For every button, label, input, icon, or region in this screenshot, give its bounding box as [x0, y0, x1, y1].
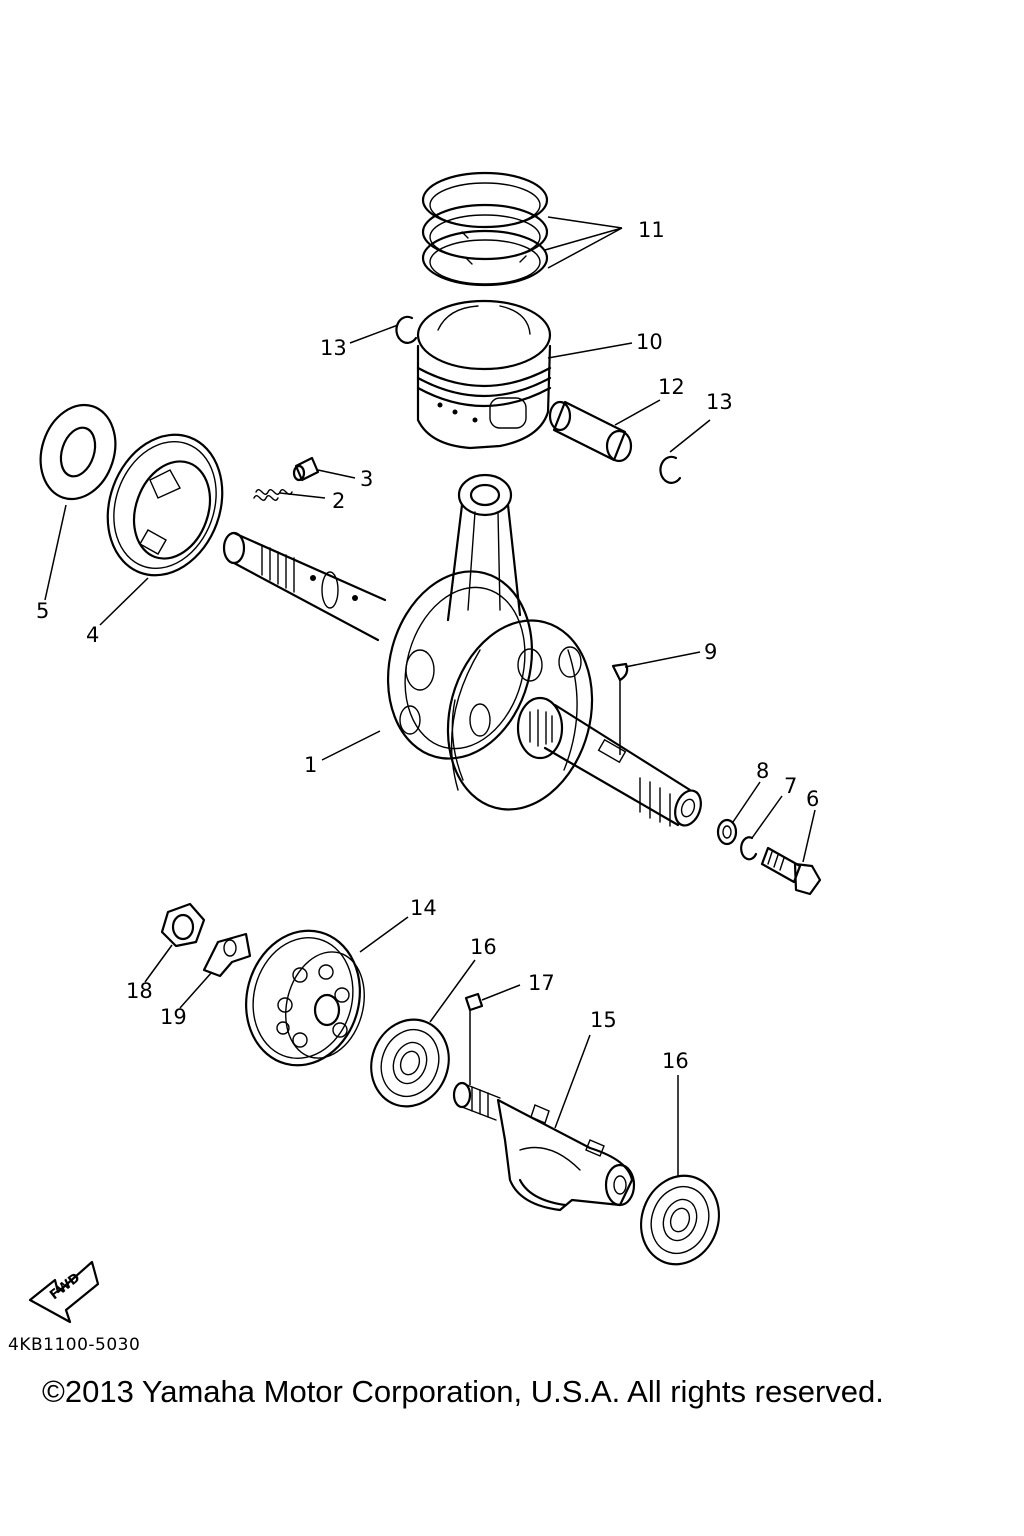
callout-17: 17 [528, 971, 555, 995]
crank-bolt [760, 846, 822, 896]
callout-2: 2 [332, 489, 345, 513]
dowel-pin [292, 456, 320, 482]
callout-7: 7 [784, 774, 797, 798]
bearing [370, 1018, 450, 1108]
callout-1: 1 [304, 753, 317, 777]
callout-13: 13 [706, 390, 733, 414]
piston-pin-clip [395, 315, 682, 484]
bearing [640, 1174, 720, 1266]
callout-16: 16 [662, 1049, 689, 1073]
diagram-code: 4KB1100-5030 [8, 1335, 140, 1355]
callout-14: 14 [410, 896, 437, 920]
lock-washer [740, 836, 758, 861]
piston-rings [421, 171, 549, 287]
piston-pin [548, 400, 633, 463]
balancer-driven-gear [245, 929, 365, 1067]
callout-15: 15 [590, 1008, 617, 1032]
woodruff-key [611, 662, 629, 682]
callout-11: 11 [638, 218, 665, 242]
callout-10: 10 [636, 330, 663, 354]
spring [253, 489, 293, 501]
crankshaft-assembly [222, 473, 702, 827]
callout-12: 12 [658, 375, 685, 399]
callout-18: 18 [126, 979, 153, 1003]
copyright: ©2013 Yamaha Motor Corporation, U.S.A. A… [42, 1374, 884, 1409]
thrust-washer [39, 403, 117, 501]
lock-washer-tab [202, 932, 252, 978]
balancer-shaft [452, 1081, 636, 1212]
balancer-nut [160, 902, 206, 948]
callout-8: 8 [756, 759, 769, 783]
callout-5: 5 [36, 599, 49, 623]
balancer-key [464, 992, 484, 1012]
timing-gear [106, 433, 224, 577]
callout-4: 4 [86, 623, 99, 647]
callout-6: 6 [806, 787, 819, 811]
callout-19: 19 [160, 1005, 187, 1029]
callout-16: 16 [470, 935, 497, 959]
callout-9: 9 [704, 640, 717, 664]
fwd-arrow-icon: FWD [28, 1260, 100, 1324]
callout-3: 3 [360, 467, 373, 491]
callout-13: 13 [320, 336, 347, 360]
piston [416, 299, 552, 450]
plain-washer [716, 818, 738, 846]
